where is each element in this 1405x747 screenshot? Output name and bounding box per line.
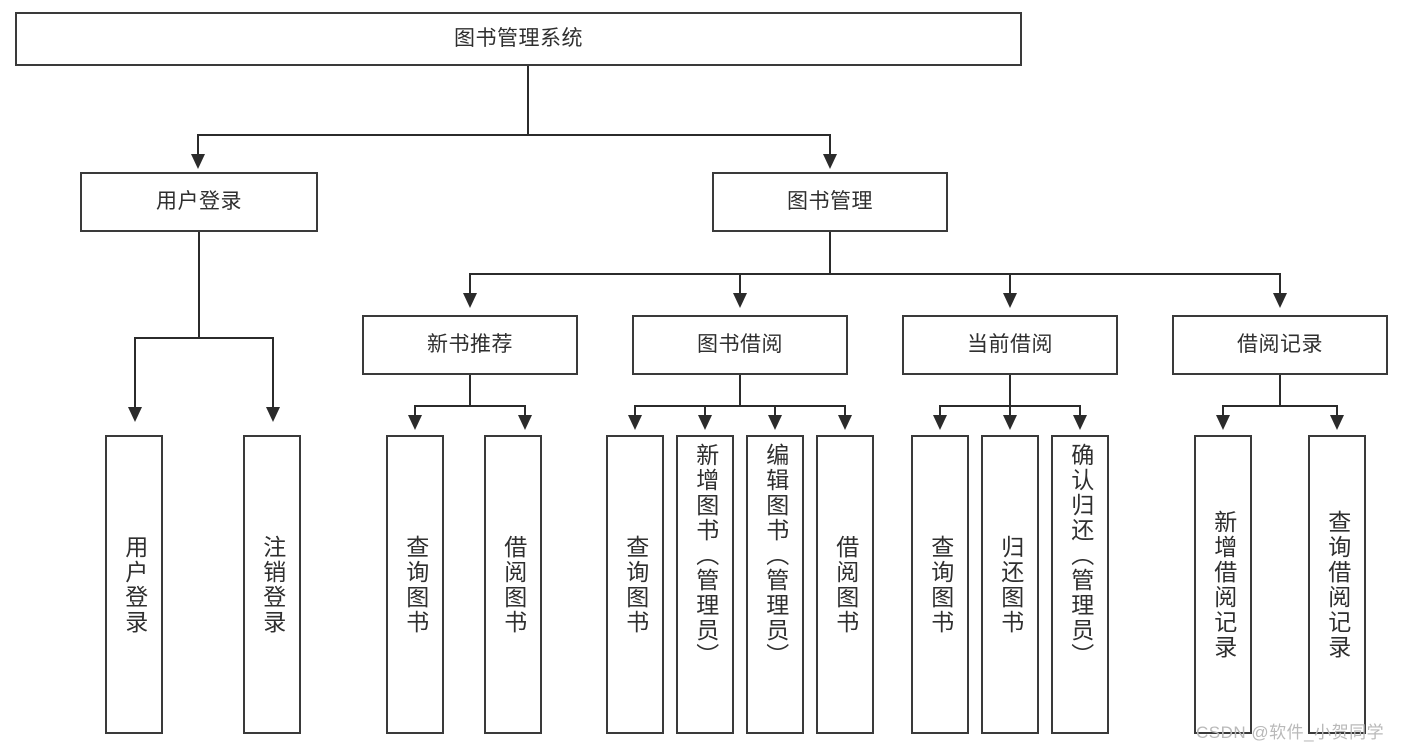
arrow-down-icon-br-leaf-2 bbox=[1330, 415, 1344, 430]
leaf-label: 编辑图书（管理员） bbox=[762, 443, 789, 668]
node-label: 图书借阅 bbox=[697, 333, 783, 357]
leaf-node-cb-query-book[interactable]: 查询图书 bbox=[911, 435, 969, 734]
leaf-node-cb-return-book[interactable]: 归还图书 bbox=[981, 435, 1039, 734]
arrow-down-icon-br-leaf-1 bbox=[1216, 415, 1230, 430]
connector-cb-drop-3 bbox=[1079, 405, 1081, 417]
connector-nbr-stem bbox=[469, 375, 471, 406]
node-new-book-recommend[interactable]: 新书推荐 bbox=[362, 315, 578, 375]
arrow-down-icon-nbr-leaf-2 bbox=[518, 415, 532, 430]
arrow-down-icon-bb-leaf-1 bbox=[628, 415, 642, 430]
connector-bm-drop-current-borrow bbox=[1009, 273, 1011, 295]
leaf-node-user-login[interactable]: 用户登录 bbox=[105, 435, 163, 734]
connector-bb-drop-2 bbox=[704, 405, 706, 417]
leaf-label: 查询借阅记录 bbox=[1324, 509, 1351, 660]
node-user-login[interactable]: 用户登录 bbox=[80, 172, 318, 232]
connector-root-to-book-management bbox=[829, 134, 831, 156]
leaf-node-bb-query-book[interactable]: 查询图书 bbox=[606, 435, 664, 734]
connector-root-stem bbox=[527, 66, 529, 134]
leaf-label: 查询图书 bbox=[622, 534, 649, 635]
connector-bm-drop-borrow-record bbox=[1279, 273, 1281, 295]
connector-br-drop-2 bbox=[1336, 405, 1338, 417]
connector-cb-drop-2 bbox=[1009, 405, 1011, 417]
arrow-down-icon-cb-leaf-1 bbox=[933, 415, 947, 430]
connector-root-to-user-login bbox=[197, 134, 199, 156]
connector-bm-drop-book-borrow bbox=[739, 273, 741, 295]
leaf-label: 用户登录 bbox=[121, 534, 148, 635]
connector-nbr-drop-1 bbox=[414, 405, 416, 417]
connector-user-login-bus bbox=[134, 337, 274, 339]
node-borrow-record[interactable]: 借阅记录 bbox=[1172, 315, 1388, 375]
watermark-text: CSDN @软件_小贺同学 bbox=[1196, 723, 1385, 742]
arrow-down-icon-bb-leaf-4 bbox=[838, 415, 852, 430]
connector-bm-drop-new-book bbox=[469, 273, 471, 295]
connector-bb-drop-1 bbox=[634, 405, 636, 417]
arrow-down-icon-current-borrow bbox=[1003, 293, 1017, 308]
leaf-label: 确认归还（管理员） bbox=[1067, 443, 1094, 668]
node-book-management[interactable]: 图书管理 bbox=[712, 172, 948, 232]
node-label: 借阅记录 bbox=[1237, 333, 1323, 357]
connector-book-management-bus bbox=[469, 273, 1281, 275]
node-current-borrow[interactable]: 当前借阅 bbox=[902, 315, 1118, 375]
connector-user-login-stem bbox=[198, 232, 200, 338]
connector-book-management-stem bbox=[829, 232, 831, 274]
arrow-down-icon-cb-leaf-2 bbox=[1003, 415, 1017, 430]
connector-br-bus bbox=[1222, 405, 1338, 407]
connector-user-login-drop-1 bbox=[134, 337, 136, 409]
node-label: 图书管理系统 bbox=[454, 27, 583, 51]
arrow-down-icon-new-book-recommend bbox=[463, 293, 477, 308]
connector-cb-stem bbox=[1009, 375, 1011, 406]
arrow-down-icon-user-login bbox=[191, 154, 205, 169]
arrow-down-icon-bb-leaf-2 bbox=[698, 415, 712, 430]
leaf-label: 借阅图书 bbox=[500, 534, 527, 635]
arrow-down-icon-book-management bbox=[823, 154, 837, 169]
leaf-label: 新增借阅记录 bbox=[1210, 509, 1237, 660]
leaf-label: 查询图书 bbox=[927, 534, 954, 635]
leaf-node-logout[interactable]: 注销登录 bbox=[243, 435, 301, 734]
node-label: 用户登录 bbox=[156, 190, 242, 214]
leaf-node-bb-add-book-admin[interactable]: 新增图书（管理员） bbox=[676, 435, 734, 734]
leaf-node-cb-confirm-return-admin[interactable]: 确认归还（管理员） bbox=[1051, 435, 1109, 734]
connector-br-stem bbox=[1279, 375, 1281, 406]
leaf-label: 借阅图书 bbox=[832, 534, 859, 635]
leaf-label: 查询图书 bbox=[402, 534, 429, 635]
connector-root-bus bbox=[197, 134, 829, 136]
arrow-down-icon-leaf-logout bbox=[266, 407, 280, 422]
node-label: 新书推荐 bbox=[427, 333, 513, 357]
connector-nbr-drop-2 bbox=[524, 405, 526, 417]
arrow-down-icon-borrow-record bbox=[1273, 293, 1287, 308]
leaf-label: 归还图书 bbox=[997, 534, 1024, 635]
node-label: 图书管理 bbox=[787, 190, 873, 214]
arrow-down-icon-book-borrow bbox=[733, 293, 747, 308]
connector-bb-bus bbox=[634, 405, 846, 407]
connector-user-login-drop-2 bbox=[272, 337, 274, 409]
connector-bb-drop-3 bbox=[774, 405, 776, 417]
arrow-down-icon-nbr-leaf-1 bbox=[408, 415, 422, 430]
connector-bb-drop-4 bbox=[844, 405, 846, 417]
connector-nbr-bus bbox=[414, 405, 526, 407]
connector-br-drop-1 bbox=[1222, 405, 1224, 417]
connector-bb-stem bbox=[739, 375, 741, 406]
arrow-down-icon-cb-leaf-3 bbox=[1073, 415, 1087, 430]
node-label: 当前借阅 bbox=[967, 333, 1053, 357]
node-book-borrow[interactable]: 图书借阅 bbox=[632, 315, 848, 375]
leaf-node-nbr-query-book[interactable]: 查询图书 bbox=[386, 435, 444, 734]
arrow-down-icon-leaf-user-login bbox=[128, 407, 142, 422]
arrow-down-icon-bb-leaf-3 bbox=[768, 415, 782, 430]
connector-cb-drop-1 bbox=[939, 405, 941, 417]
node-root-book-management-system[interactable]: 图书管理系统 bbox=[15, 12, 1022, 66]
leaf-node-bb-edit-book-admin[interactable]: 编辑图书（管理员） bbox=[746, 435, 804, 734]
leaf-label: 注销登录 bbox=[259, 534, 286, 635]
leaf-node-nbr-borrow-book[interactable]: 借阅图书 bbox=[484, 435, 542, 734]
leaf-node-br-query-record[interactable]: 查询借阅记录 bbox=[1308, 435, 1366, 734]
leaf-node-bb-borrow-book[interactable]: 借阅图书 bbox=[816, 435, 874, 734]
leaf-node-br-add-record[interactable]: 新增借阅记录 bbox=[1194, 435, 1252, 734]
leaf-label: 新增图书（管理员） bbox=[692, 443, 719, 668]
